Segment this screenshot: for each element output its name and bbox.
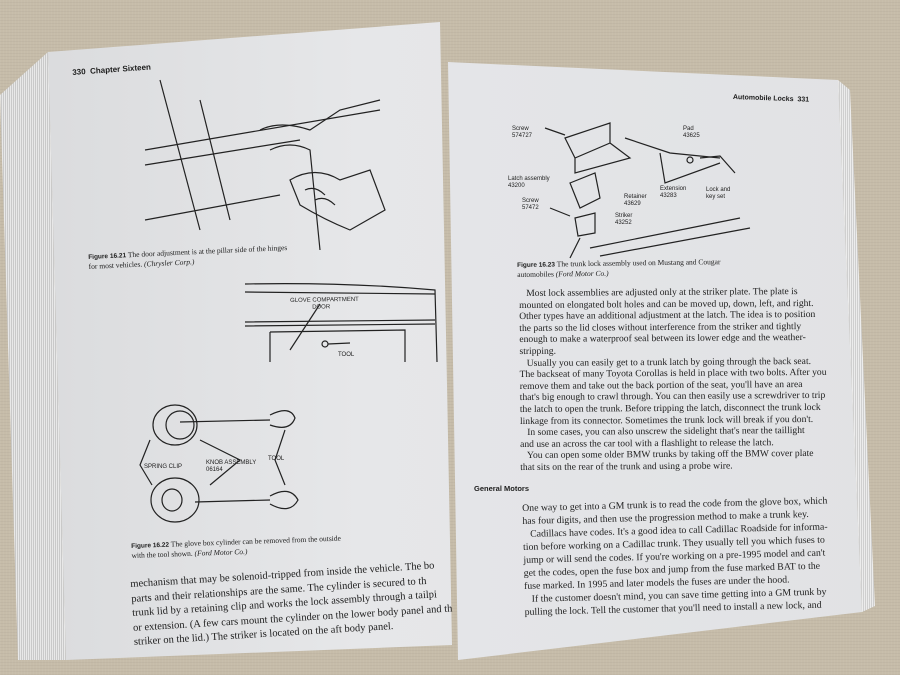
label-number: 43200	[508, 183, 525, 189]
text-line: In some cases, you can also unscrew the …	[519, 425, 805, 439]
text-line: enough to make a waterproof seal between…	[519, 332, 806, 346]
trunk-lock-illustration	[544, 122, 751, 259]
label-number: 43252	[615, 220, 632, 226]
label-text: Retainer	[624, 194, 647, 200]
label-text: Screw	[522, 198, 539, 204]
label-text: Screw	[512, 126, 529, 132]
figure-16-23-caption: Figure 16.23 The trunk lock assembly use…	[517, 257, 721, 279]
label-text: key set	[706, 194, 726, 200]
label-number: 43625	[683, 133, 700, 139]
label-number: 57472	[522, 205, 539, 211]
label-text: KNOB ASSEMBLY	[206, 460, 257, 466]
caption-credit: (Ford Motor Co.)	[555, 268, 609, 279]
label-text: Extension	[660, 186, 687, 192]
right-body-text: Most lock assemblies are adjusted only a…	[519, 286, 827, 474]
page-number: 331	[797, 96, 810, 104]
figure-label: Figure 16.23	[517, 261, 556, 269]
label-number: 43283	[660, 193, 677, 199]
cylinder-tool-label: TOOL	[268, 456, 285, 462]
caption-text-2: automobiles	[517, 269, 554, 279]
figure-label: Figure 16.22	[131, 541, 170, 550]
label-number: 06164	[206, 467, 223, 473]
text-line: You can open some older BMW trunks by ta…	[520, 448, 814, 462]
glove-box-cylinder-illustration	[139, 404, 299, 523]
spring-clip-label: SPRING CLIP	[144, 464, 183, 470]
general-motors-text: One way to get into a GM trunk is to rea…	[522, 495, 830, 619]
glove-compartment-illustration	[244, 283, 438, 363]
door-hinge-illustration	[144, 79, 386, 251]
label-text: DOOR	[312, 304, 331, 311]
label-text: Striker	[615, 213, 633, 219]
page-number: 330	[72, 67, 86, 77]
section-heading-general-motors: General Motors	[474, 484, 530, 493]
caption-text: The trunk lock assembly used on Mustang …	[556, 257, 721, 269]
label-number: 574727	[512, 133, 533, 139]
label-text: Lock and	[706, 187, 731, 193]
text-line: that sits on the rear of the trunk and u…	[520, 460, 733, 473]
label-text: Pad	[683, 126, 694, 132]
label-number: 43629	[624, 201, 641, 207]
glove-tool-label: TOOL	[338, 352, 355, 358]
label-text: Latch assembly	[508, 176, 550, 182]
caption-credit: (Ford Motor Co.)	[194, 546, 248, 558]
